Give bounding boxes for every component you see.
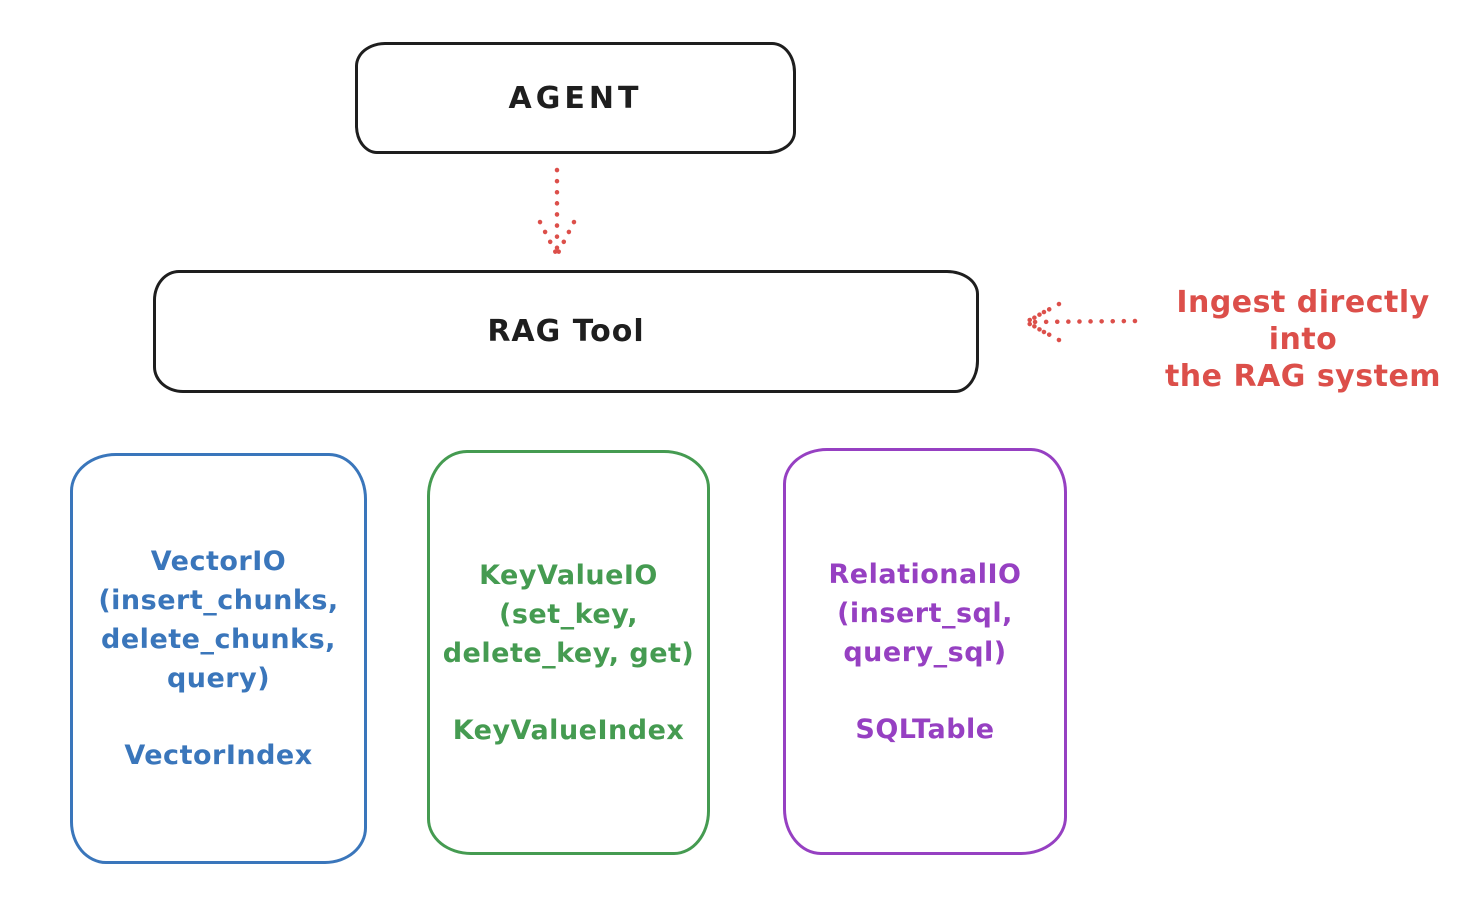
vectorio-index-label: VectorIndex: [124, 740, 313, 771]
keyvalueio-index-label: KeyValueIndex: [452, 714, 685, 746]
module-line: (insert_sql,: [837, 597, 1013, 629]
ingest-annotation-line1: Ingest directly into: [1176, 285, 1430, 357]
module-line: query): [166, 663, 271, 694]
rag-tool-node-label: RAG Tool: [487, 314, 645, 349]
ingest-annotation-line2: the RAG system: [1164, 359, 1442, 394]
agent-node: AGENT: [355, 42, 796, 154]
agent-node-label: AGENT: [508, 80, 643, 116]
agent-to-ragtool-arrow: [537, 167, 577, 256]
relationalio-index-label: SQLTable: [855, 713, 995, 745]
module-line: delete_key, get): [442, 637, 695, 669]
relationalio-module-box: RelationalIO (insert_sql, query_sql) SQL…: [783, 448, 1067, 855]
module-line: RelationalIO: [828, 558, 1022, 590]
module-line: (insert_chunks,: [98, 585, 339, 616]
vectorio-module-box: VectorIO (insert_chunks, delete_chunks, …: [70, 453, 367, 864]
module-line: query_sql): [843, 636, 1007, 668]
module-line: delete_chunks,: [101, 624, 336, 655]
vectorio-name-lines: VectorIO (insert_chunks, delete_chunks, …: [98, 542, 338, 698]
module-line: (set_key,: [499, 598, 638, 630]
keyvalueio-name-lines: KeyValueIO (set_key, delete_key, get): [443, 556, 695, 673]
keyvalueio-module-box: KeyValueIO (set_key, delete_key, get) Ke…: [427, 450, 710, 855]
rag-tool-node: RAG Tool: [153, 270, 979, 393]
ingest-annotation-arrow: [1023, 301, 1138, 343]
ingest-annotation: Ingest directly into the RAG system: [1138, 284, 1468, 395]
relationalio-name-lines: RelationalIO (insert_sql, query_sql): [829, 555, 1022, 672]
module-line: VectorIO: [150, 546, 287, 577]
module-line: KeyValueIO: [479, 559, 658, 591]
